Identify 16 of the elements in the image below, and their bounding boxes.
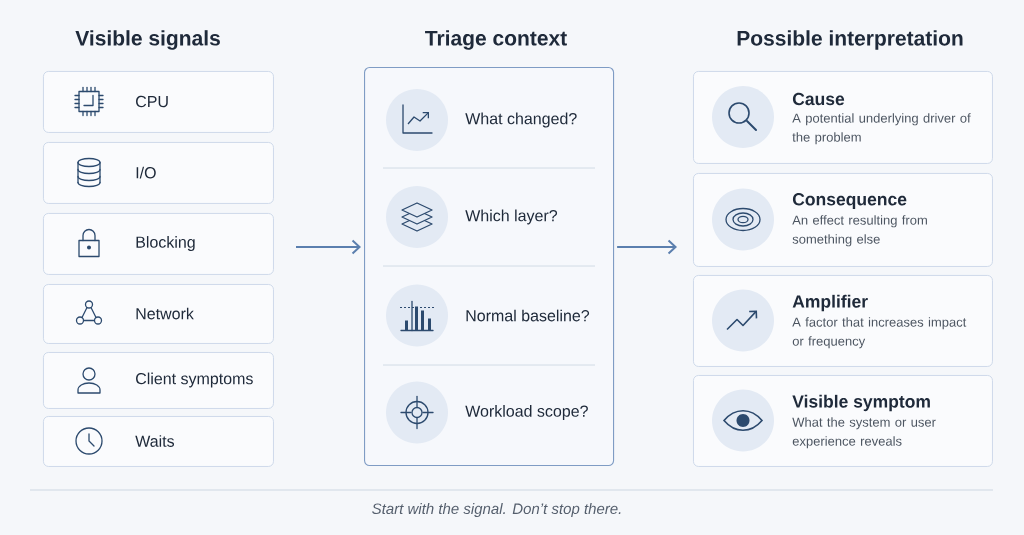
signal-card: Waits xyxy=(43,416,274,467)
signal-card: I/O xyxy=(43,142,274,204)
signal-card: Blocking xyxy=(43,213,274,275)
column-heading: Possible interpretation xyxy=(737,30,963,50)
caption: Start with the signal. Don’t stop there. xyxy=(372,503,621,517)
question-text: Which layer? xyxy=(465,209,558,225)
arrow xyxy=(616,239,677,255)
arrow xyxy=(295,239,361,255)
column-heading: Triage context xyxy=(425,30,567,50)
question-text: Workload scope? xyxy=(465,405,588,420)
question-text: Normal baseline? xyxy=(466,309,590,322)
signal-card: CPU xyxy=(43,71,274,133)
signal-card: Client symptoms xyxy=(43,352,274,409)
signal-card: Network xyxy=(43,284,274,344)
column-heading: Visible signals xyxy=(75,30,220,50)
question-text: What changed? xyxy=(465,112,577,128)
